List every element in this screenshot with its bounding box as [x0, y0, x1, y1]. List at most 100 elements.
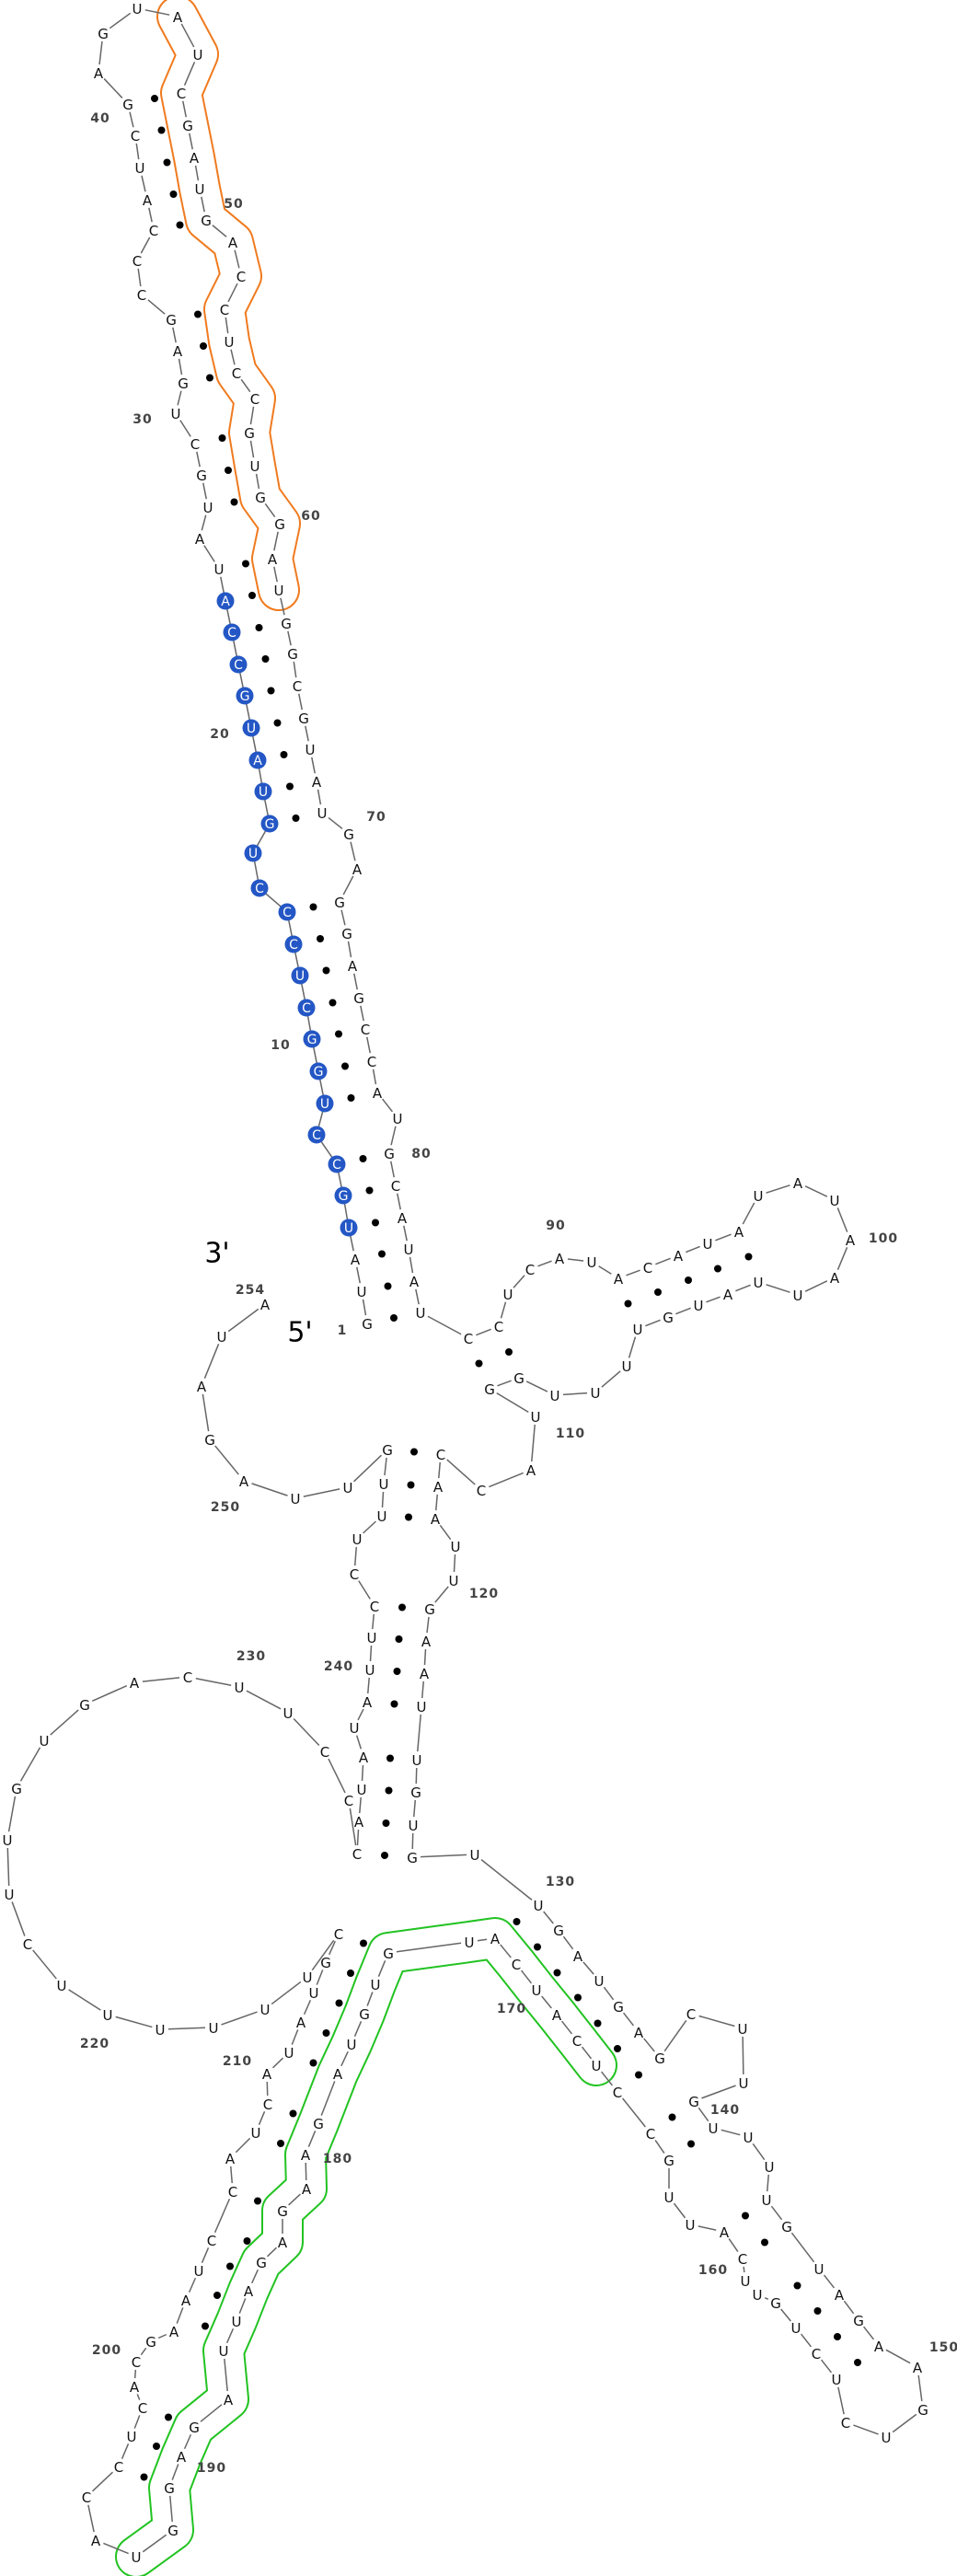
nucleotide[interactable]: U — [371, 1977, 381, 1993]
nucleotide[interactable]: A — [301, 2147, 311, 2164]
nucleotide[interactable]: C — [114, 2459, 123, 2476]
nucleotide[interactable]: C — [352, 1846, 362, 1863]
nucleotide[interactable]: A — [91, 2533, 101, 2549]
nucleotide[interactable]: G — [917, 2402, 928, 2419]
nucleotide[interactable]: G — [303, 1030, 321, 1048]
nucleotide[interactable]: U — [592, 2058, 602, 2074]
nucleotide[interactable]: U — [303, 1970, 313, 1986]
nucleotide[interactable]: C — [223, 623, 241, 641]
nucleotide[interactable]: G — [382, 1442, 393, 1459]
nucleotide[interactable]: G — [244, 425, 255, 442]
nucleotide[interactable]: G — [313, 2116, 324, 2132]
nucleotide[interactable]: A — [296, 2015, 306, 2031]
nucleotide[interactable]: U — [244, 844, 262, 862]
nucleotide[interactable]: G — [281, 616, 292, 632]
nucleotide[interactable]: G — [410, 1785, 421, 1801]
nucleotide[interactable]: G — [341, 926, 352, 942]
nucleotide[interactable]: G — [407, 1850, 418, 1866]
nucleotide[interactable]: U — [622, 1358, 632, 1375]
nucleotide[interactable]: U — [132, 2549, 142, 2566]
nucleotide[interactable]: U — [340, 1219, 358, 1237]
nucleotide[interactable]: U — [235, 1680, 245, 1696]
nucleotide[interactable]: A — [190, 150, 200, 167]
nucleotide[interactable]: G — [11, 1781, 22, 1797]
nucleotide[interactable]: C — [183, 1669, 192, 1686]
nucleotide[interactable]: U — [260, 2002, 271, 2018]
nucleotide[interactable]: A — [723, 1287, 733, 1303]
nucleotide[interactable]: C — [436, 1447, 445, 1463]
nucleotide[interactable]: A — [526, 1462, 536, 1479]
nucleotide[interactable]: G — [424, 1601, 435, 1618]
nucleotide[interactable]: G — [853, 2313, 864, 2329]
nucleotide[interactable]: U — [251, 2125, 261, 2142]
nucleotide[interactable]: U — [171, 406, 181, 422]
nucleotide[interactable]: A — [846, 1232, 856, 1249]
nucleotide[interactable]: U — [738, 2021, 748, 2038]
nucleotide[interactable]: U — [694, 1298, 704, 1314]
nucleotide[interactable]: C — [82, 2489, 91, 2506]
nucleotide[interactable]: A — [634, 2025, 644, 2041]
nucleotide[interactable]: U — [762, 2192, 772, 2209]
nucleotide[interactable]: U — [133, 1, 143, 17]
nucleotide[interactable]: C — [344, 1793, 353, 1809]
nucleotide[interactable]: U — [135, 160, 145, 177]
nucleotide[interactable]: A — [143, 192, 153, 209]
nucleotide[interactable]: A — [359, 1750, 369, 1766]
nucleotide[interactable]: U — [465, 1935, 475, 1951]
nucleotide[interactable]: G — [182, 118, 193, 134]
nucleotide[interactable]: A — [913, 2360, 923, 2376]
nucleotide[interactable]: C — [494, 1319, 503, 1335]
nucleotide[interactable]: U — [352, 1531, 363, 1548]
nucleotide[interactable]: U — [417, 1699, 427, 1715]
nucleotide[interactable]: A — [177, 2449, 187, 2466]
nucleotide[interactable]: C — [207, 2233, 216, 2249]
nucleotide[interactable]: A — [490, 1931, 501, 1947]
nucleotide[interactable]: C — [284, 935, 303, 953]
nucleotide[interactable]: G — [166, 312, 177, 329]
nucleotide[interactable]: U — [156, 2022, 166, 2039]
nucleotide[interactable]: U — [550, 1388, 560, 1404]
nucleotide[interactable]: G — [98, 26, 109, 42]
nucleotide[interactable]: U — [343, 1480, 353, 1496]
nucleotide[interactable]: U — [404, 1242, 414, 1258]
nucleotide[interactable]: C — [190, 436, 200, 453]
nucleotide[interactable]: U — [284, 2045, 294, 2062]
nucleotide[interactable]: A — [433, 1479, 444, 1496]
nucleotide[interactable]: G — [513, 1370, 525, 1387]
nucleotide[interactable]: U — [379, 1476, 389, 1493]
nucleotide[interactable]: U — [367, 1630, 377, 1646]
nucleotide[interactable]: A — [333, 2066, 343, 2083]
nucleotide[interactable]: U — [365, 1662, 375, 1679]
nucleotide[interactable]: U — [534, 1898, 544, 1914]
nucleotide[interactable]: G — [189, 2420, 200, 2436]
nucleotide[interactable]: C — [367, 1054, 376, 1070]
nucleotide[interactable]: C — [137, 287, 146, 304]
nucleotide[interactable]: G — [553, 1923, 564, 1939]
nucleotide[interactable]: C — [613, 2085, 622, 2101]
nucleotide[interactable]: U — [451, 1539, 461, 1555]
nucleotide[interactable]: A — [248, 751, 267, 769]
nucleotide[interactable]: U — [195, 181, 205, 198]
nucleotide[interactable]: U — [250, 458, 260, 475]
nucleotide[interactable]: G — [663, 2153, 675, 2169]
nucleotide[interactable]: G — [178, 375, 189, 392]
nucleotide[interactable]: U — [5, 1887, 15, 1903]
nucleotide[interactable]: G — [770, 2295, 781, 2312]
nucleotide[interactable]: G — [255, 490, 266, 506]
nucleotide[interactable]: A — [874, 2339, 884, 2355]
nucleotide[interactable]: C — [220, 302, 229, 318]
nucleotide[interactable]: C — [464, 1331, 473, 1347]
nucleotide[interactable]: C — [278, 903, 296, 921]
nucleotide[interactable]: G — [79, 1697, 90, 1714]
nucleotide[interactable]: C — [250, 879, 269, 897]
nucleotide[interactable]: C — [477, 1483, 486, 1499]
nucleotide[interactable]: A — [409, 1274, 420, 1290]
nucleotide[interactable]: U — [193, 47, 203, 64]
nucleotide[interactable]: G — [201, 213, 212, 229]
nucleotide[interactable]: A — [228, 235, 238, 251]
nucleotide[interactable]: C — [138, 2400, 147, 2417]
nucleotide[interactable]: C — [236, 269, 246, 285]
nucleotide[interactable]: C — [525, 1262, 535, 1278]
nucleotide[interactable]: G — [256, 2255, 267, 2271]
nucleotide[interactable]: A — [793, 1175, 803, 1192]
